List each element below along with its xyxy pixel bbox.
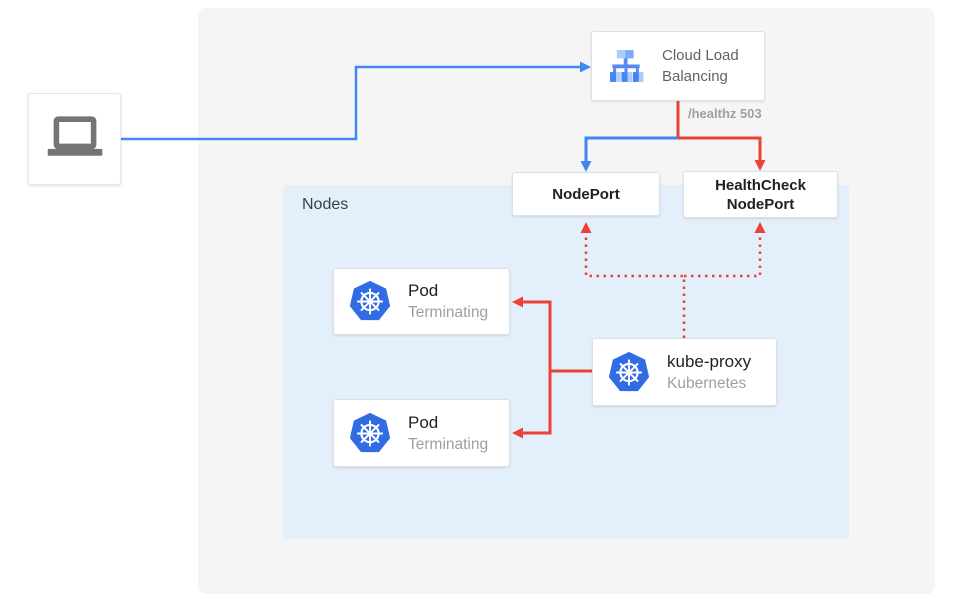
laptop-icon — [47, 116, 102, 156]
pod-status: Terminating — [408, 304, 489, 321]
kube-proxy-node: kube-proxy Kubernetes — [592, 338, 777, 406]
kubernetes-icon — [349, 280, 391, 321]
pod-title: Pod — [408, 412, 439, 432]
health-check-node-port-label: HealthCheck NodePort — [715, 176, 806, 213]
cloud-load-balancing-icon — [610, 50, 644, 82]
pod-title: Pod — [408, 281, 439, 300]
client-node — [28, 93, 121, 185]
kubernetes-icon — [349, 412, 391, 452]
kube-proxy-title: kube-proxy — [667, 351, 752, 371]
node-port-node: NodePort — [512, 172, 660, 216]
nodes-label: Nodes — [302, 196, 349, 213]
cloud-load-balancing-node: Cloud Load Balancing — [591, 31, 765, 101]
healthz-503-label: /healthz 503 — [688, 106, 762, 121]
pod-terminating-1: Pod Terminating — [333, 268, 510, 335]
cloud-load-balancing-label: Cloud Load Balancing — [662, 47, 739, 85]
pod-terminating-2: Pod Terminating — [333, 399, 510, 467]
health-check-node-port-node: HealthCheck NodePort — [683, 171, 838, 218]
node-port-label: NodePort — [552, 185, 620, 203]
kubernetes-icon — [608, 351, 650, 391]
kube-proxy-subtitle: Kubernetes — [667, 374, 747, 392]
pod-status: Terminating — [408, 435, 489, 453]
